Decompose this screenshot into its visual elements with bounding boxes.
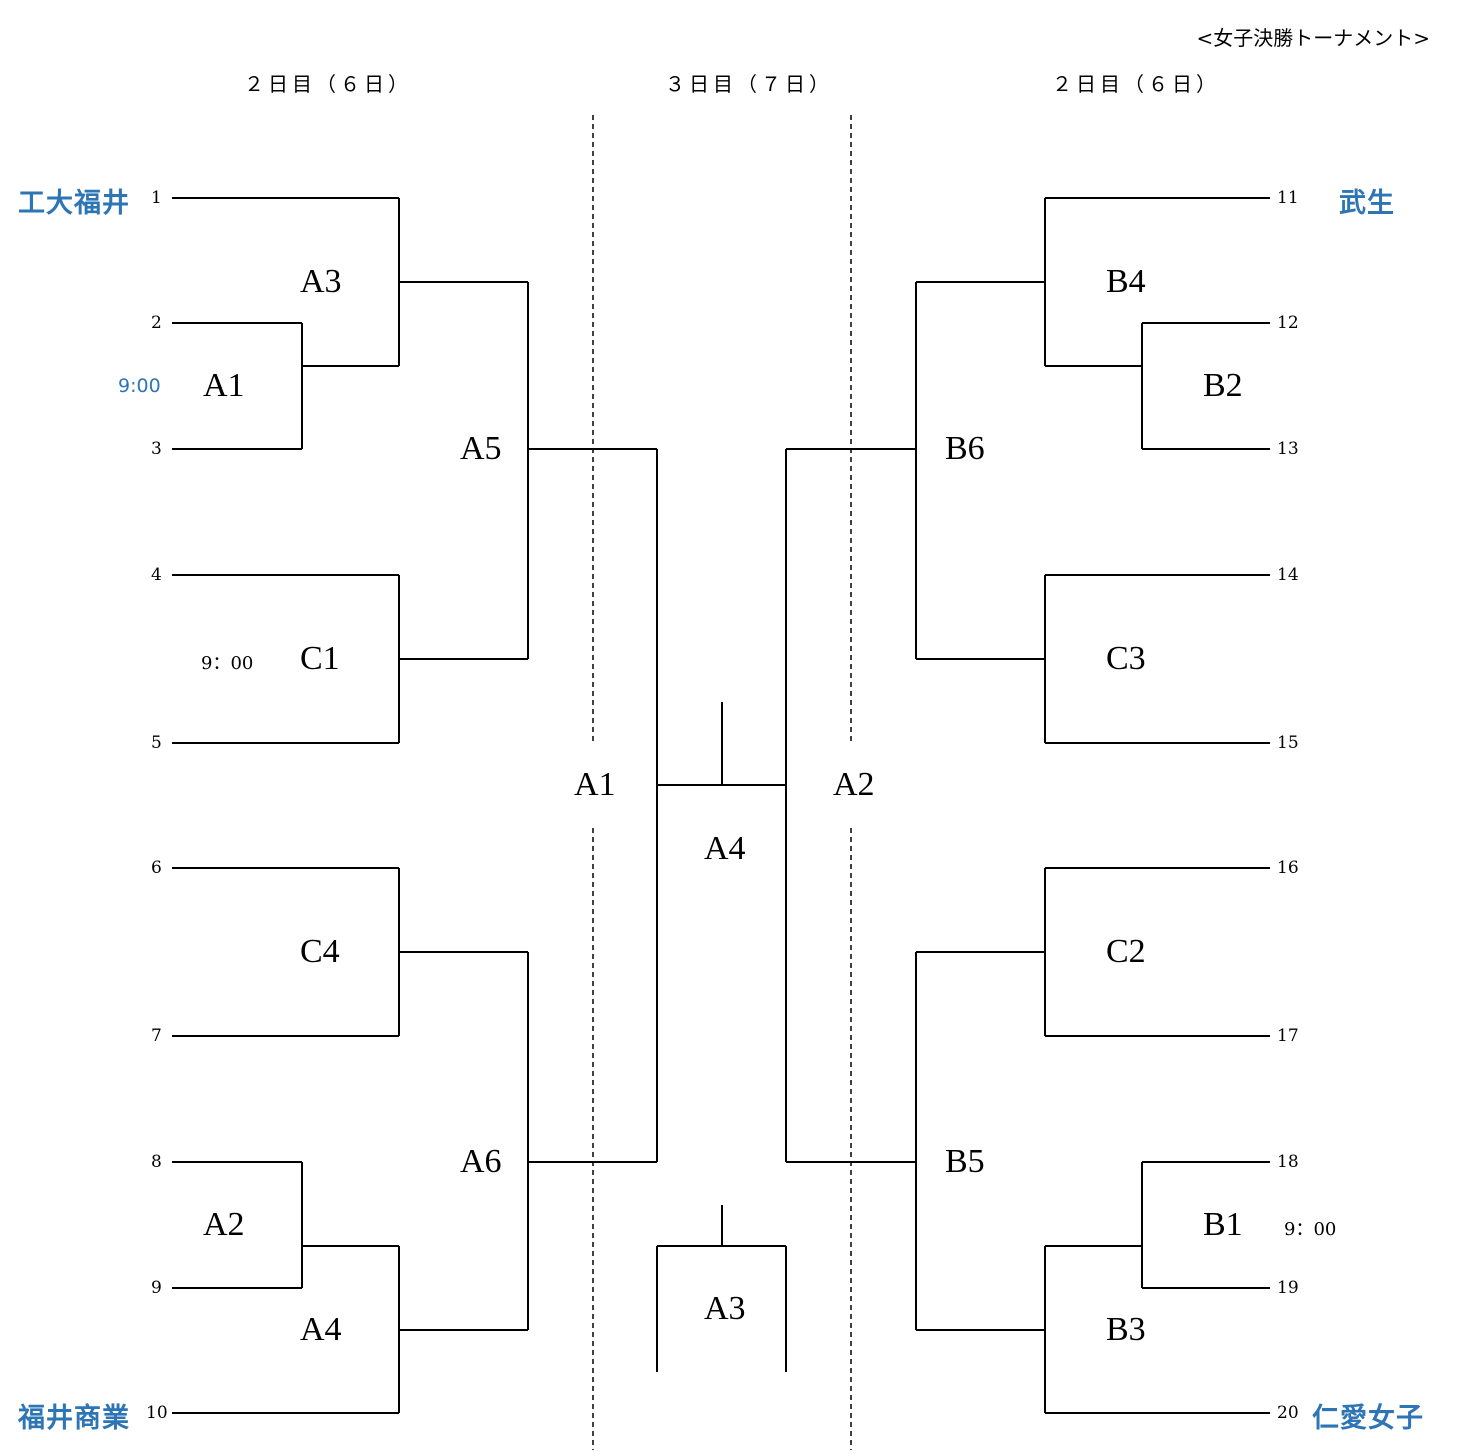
match-label-left-c4: C4	[300, 933, 340, 970]
match-label-right-c2: C2	[1106, 933, 1146, 970]
team-seed10: 福井商業	[18, 1403, 130, 1434]
team-seed20: 仁愛女子	[1312, 1403, 1424, 1434]
day-label-center: ３日目（７日）	[665, 72, 833, 96]
seed-number: 6	[151, 858, 162, 878]
bracket-line-a3	[398, 198, 528, 366]
team-seed11: 武生	[1339, 188, 1395, 219]
match-time-c1: 9：00	[201, 653, 254, 674]
seed-number: 9	[151, 1278, 162, 1298]
match-time-b1: 9：00	[1284, 1219, 1337, 1240]
bracket-line-a1	[301, 323, 399, 449]
seed-number: 5	[151, 733, 162, 753]
match-label-left-c1: C1	[300, 640, 340, 677]
match-label-semi-a2: A2	[833, 766, 875, 803]
match-label-right-b6: B6	[945, 430, 985, 467]
seed-number: 15	[1277, 733, 1299, 753]
seed-number: 14	[1277, 565, 1299, 585]
bracket-line-b3	[916, 1245, 1142, 1413]
seed-number: 16	[1277, 858, 1299, 878]
match-label-right-b5: B5	[945, 1143, 985, 1180]
bracket-line-c1	[398, 575, 528, 743]
bracket-line-semi-a1	[656, 449, 722, 1162]
match-label-left-a4: A4	[300, 1311, 342, 1348]
match-time-a1: 9:00	[118, 375, 161, 397]
bracket-line-third-place	[656, 1205, 787, 1372]
seed-number: 18	[1277, 1152, 1299, 1172]
seed-number: 1	[151, 188, 162, 208]
seed-number: 12	[1277, 313, 1299, 333]
seed-number: 2	[151, 313, 162, 333]
day-label-right: ２日目（６日）	[1052, 72, 1220, 96]
match-label-right-b2: B2	[1203, 367, 1243, 404]
seed-number: 17	[1277, 1026, 1299, 1046]
day-label-left: ２日目（６日）	[244, 72, 412, 96]
match-label-left-a2: A2	[203, 1206, 245, 1243]
seed-number: 3	[151, 439, 162, 459]
match-label-right-c3: C3	[1106, 640, 1146, 677]
seed-number: 7	[151, 1026, 162, 1046]
match-label-third-a3: A3	[704, 1290, 746, 1327]
bracket-line-a4	[398, 1246, 528, 1413]
bracket-line-semi-a2	[722, 449, 787, 1162]
seed-number: 10	[146, 1403, 168, 1423]
match-label-left-a5: A5	[460, 430, 502, 467]
seed-number: 20	[1277, 1403, 1299, 1423]
match-label-right-b1: B1	[1203, 1206, 1243, 1243]
seed-number: 8	[151, 1152, 162, 1172]
seed-number: 19	[1277, 1278, 1299, 1298]
bracket-line-c4	[398, 868, 528, 1036]
match-label-semi-a1: A1	[574, 766, 616, 803]
match-label-right-b3: B3	[1106, 1311, 1146, 1348]
team-seed1: 工大福井	[18, 188, 130, 219]
seed-number: 11	[1277, 188, 1299, 208]
bracket-line-b4	[916, 198, 1142, 367]
seed-number: 4	[151, 565, 162, 585]
page-title: <女子決勝トーナメント>	[1196, 26, 1430, 50]
match-label-left-a1: A1	[203, 367, 245, 404]
match-label-final-a4: A4	[704, 830, 746, 867]
bracket-line-a2	[301, 1162, 399, 1288]
match-label-right-b4: B4	[1106, 263, 1146, 300]
bracket-line-c3	[916, 575, 1046, 743]
bracket-line-c2	[916, 868, 1046, 1036]
seed-number: 13	[1277, 439, 1299, 459]
match-label-left-a6: A6	[460, 1143, 502, 1180]
match-label-left-a3: A3	[300, 263, 342, 300]
